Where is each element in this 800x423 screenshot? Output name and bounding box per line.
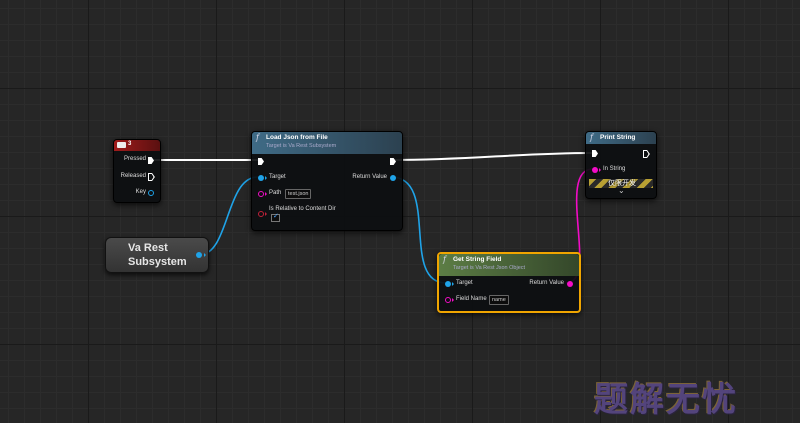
get-string-fieldname-pin[interactable] xyxy=(445,297,451,303)
watermark-logo: 题解无忧 xyxy=(594,380,738,420)
get-string-field-node[interactable]: f Get String Field Target is Va Rest Jso… xyxy=(437,252,581,313)
load-json-path-arrow xyxy=(265,192,267,196)
print-string-instring-pin[interactable] xyxy=(592,167,598,173)
get-string-return-label: Return Value xyxy=(529,280,564,286)
exec-wire-load-to-print xyxy=(392,152,593,161)
va-rest-subsystem-node[interactable]: Va Rest Subsystem xyxy=(105,237,209,273)
print-string-exec-in[interactable] xyxy=(592,150,598,157)
print-string-instring-label: In String xyxy=(603,166,626,172)
print-string-node[interactable]: f Print String In String 仅限开发 ⌄ xyxy=(585,131,657,199)
print-string-header: f Print String xyxy=(586,132,656,144)
get-string-target-pin[interactable] xyxy=(445,281,451,287)
load-json-return-label: Return Value xyxy=(352,174,387,180)
exec-pin-released[interactable] xyxy=(148,173,155,181)
load-json-subtitle: Target is Va Rest Subsystem xyxy=(266,143,337,149)
get-string-header: f Get String Field Target is Va Rest Jso… xyxy=(439,254,579,276)
function-icon: f xyxy=(256,133,259,142)
key-output-pin[interactable] xyxy=(148,190,154,196)
load-json-exec-in[interactable] xyxy=(258,158,264,165)
get-string-return-pin[interactable] xyxy=(567,281,573,287)
load-json-relative-pin[interactable] xyxy=(258,211,264,217)
get-string-subtitle: Target is Va Rest Json Object xyxy=(453,265,526,271)
load-json-target-arrow xyxy=(265,176,267,180)
load-json-relative-label: Is Relative to Content Dir xyxy=(269,206,336,212)
load-json-node[interactable]: f Load Json from File Target is Va Rest … xyxy=(251,131,403,231)
load-json-title: Load Json from File xyxy=(266,134,328,141)
pin-label-released: Released xyxy=(120,173,146,179)
print-string-title: Print String xyxy=(600,134,636,141)
load-json-target-pin[interactable] xyxy=(258,175,264,181)
development-only-banner xyxy=(589,179,653,188)
pin-label-pressed: Pressed xyxy=(123,156,146,162)
load-json-path-input[interactable]: test.json xyxy=(285,189,312,199)
get-string-title: Get String Field xyxy=(453,256,502,263)
get-string-fieldname-label: Field Name xyxy=(456,296,487,302)
load-json-relative-checkbox[interactable] xyxy=(271,212,280,222)
exec-pin-pressed[interactable] xyxy=(148,157,154,164)
load-json-path-label: Path xyxy=(269,190,282,196)
function-icon: f xyxy=(590,133,593,142)
load-json-header: f Load Json from File Target is Va Rest … xyxy=(252,132,402,154)
load-json-relative-arrow xyxy=(265,212,267,216)
function-icon: f xyxy=(443,255,446,264)
va-rest-subsystem-label: Va Rest Subsystem xyxy=(128,242,187,268)
get-string-fieldname-arrow xyxy=(452,298,454,302)
chevron-down-icon[interactable]: ⌄ xyxy=(618,186,625,195)
load-json-exec-out[interactable] xyxy=(390,158,396,165)
key-event-title: 3 xyxy=(128,141,132,147)
load-json-return-pin[interactable] xyxy=(390,175,396,181)
load-json-target-label: Target xyxy=(269,174,286,180)
keyboard-icon xyxy=(117,142,126,148)
print-string-exec-out[interactable] xyxy=(643,150,650,158)
key-event-node[interactable]: 3 Pressed Released Key xyxy=(113,139,161,203)
get-string-fieldname-input[interactable]: name xyxy=(489,295,509,305)
key-event-header: 3 xyxy=(114,140,160,151)
va-rest-subsystem-output-pin[interactable] xyxy=(196,252,202,258)
get-string-target-label: Target xyxy=(456,280,473,286)
print-string-instring-arrow xyxy=(599,168,601,172)
va-rest-subsystem-arrow xyxy=(204,253,206,257)
pin-label-key: Key xyxy=(135,189,146,195)
development-only-label: 仅限开发 xyxy=(608,180,636,187)
get-string-target-arrow xyxy=(452,282,454,286)
load-json-path-pin[interactable] xyxy=(258,191,264,197)
